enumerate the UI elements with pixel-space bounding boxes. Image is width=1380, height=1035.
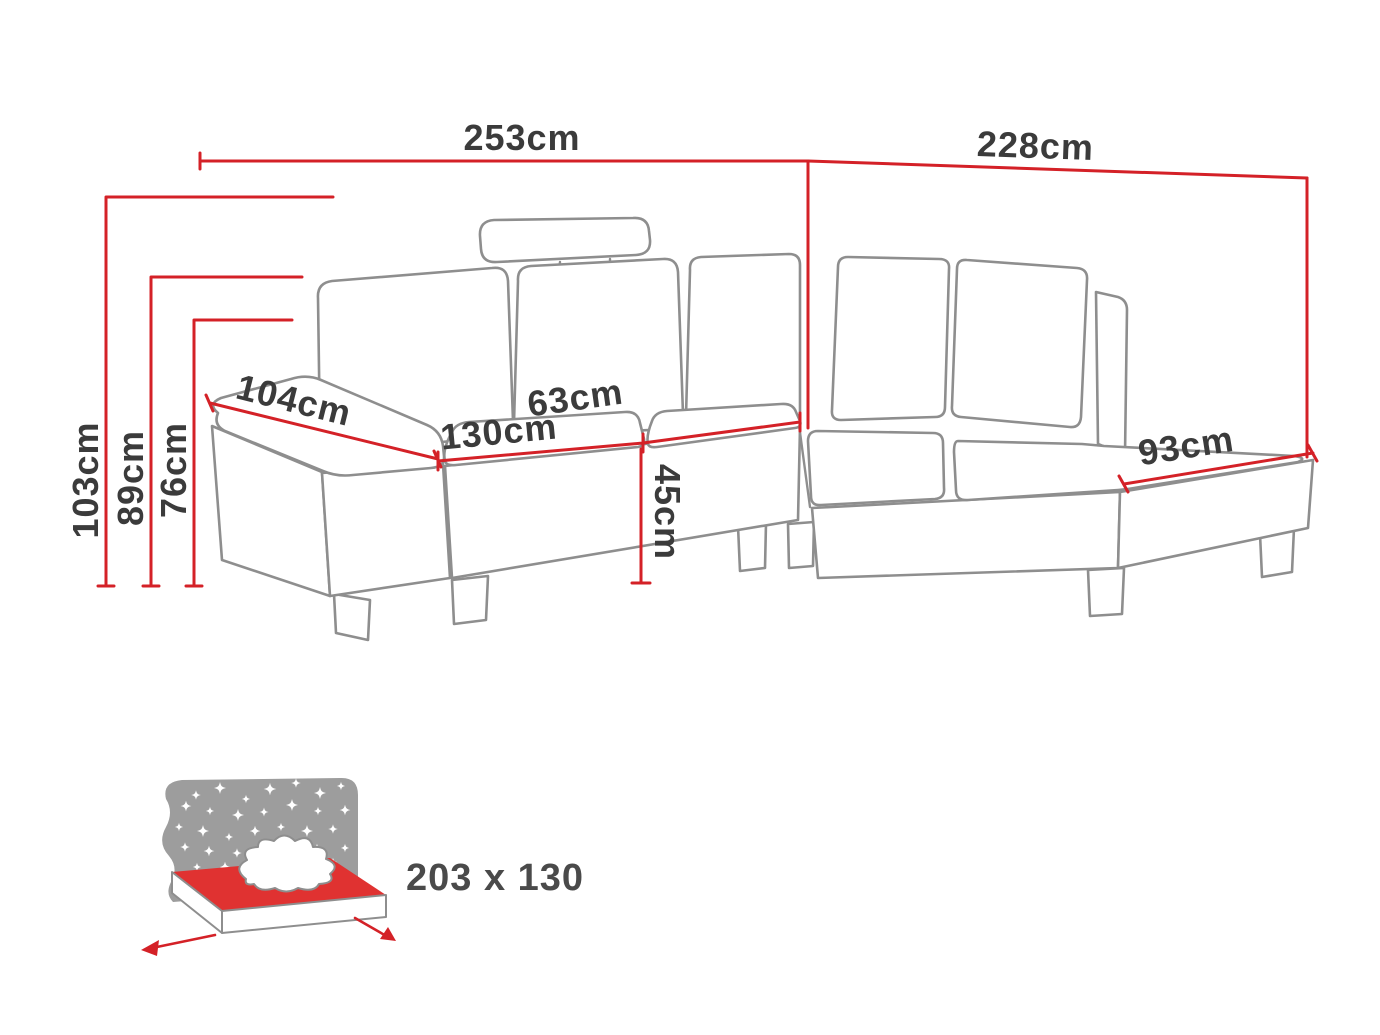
unfold-arrow-right <box>353 916 390 939</box>
dim-line-seat-front <box>436 411 802 472</box>
bedding-pillow <box>238 834 336 893</box>
sofa-corner-seam <box>797 423 812 509</box>
sofa-leg <box>450 574 490 626</box>
dim-line-height-total <box>96 195 335 588</box>
sofa-base-armrest-front <box>320 462 452 598</box>
dim-label-seat-height: 45cm <box>647 464 688 560</box>
sofa-leg <box>332 592 372 642</box>
dim-line-height-backrest <box>141 275 304 588</box>
unfold-arrow-right-head <box>380 927 396 941</box>
dim-line-chaise-width <box>1117 443 1319 494</box>
mattress-left-side <box>171 871 223 934</box>
sofa-headrest <box>478 216 652 264</box>
unfold-arrow-left <box>150 933 217 950</box>
sofa-base-right-front <box>810 490 1122 580</box>
dim-label-height-backrest: 89cm <box>110 430 151 526</box>
dim-label-height-armrest: 76cm <box>153 422 194 518</box>
sofa-drawing <box>210 216 1315 642</box>
sofa-back-cushion <box>950 258 1089 429</box>
bed-with-stars-icon <box>141 777 396 956</box>
sofa-armrest-pad <box>211 375 446 477</box>
bed-size-label: 203 x 130 <box>406 857 584 899</box>
sofa-chaise-pad <box>952 439 1304 502</box>
sofa-back-cushion <box>684 252 802 429</box>
sofa-right-arm-panel <box>1094 290 1129 457</box>
dim-line-side-width <box>806 159 1309 180</box>
dim-line-seat-height <box>630 447 652 585</box>
dimension-lines <box>96 151 1319 588</box>
dim-label-side-width: 228cm <box>976 123 1094 168</box>
dim-line-height-armrest <box>184 318 294 588</box>
sofa-seat-cushion <box>806 429 946 507</box>
dim-line-total-width <box>198 151 810 171</box>
dim-label-height-total: 103cm <box>65 421 106 538</box>
sofa-leg <box>786 520 816 570</box>
sofa-seat-cushion <box>443 410 646 467</box>
unfold-arrow-left-head <box>141 940 159 956</box>
sofa-leg <box>1086 566 1126 618</box>
dim-label-total-width: 253cm <box>463 117 580 158</box>
sofa-back-cushion <box>830 255 951 422</box>
